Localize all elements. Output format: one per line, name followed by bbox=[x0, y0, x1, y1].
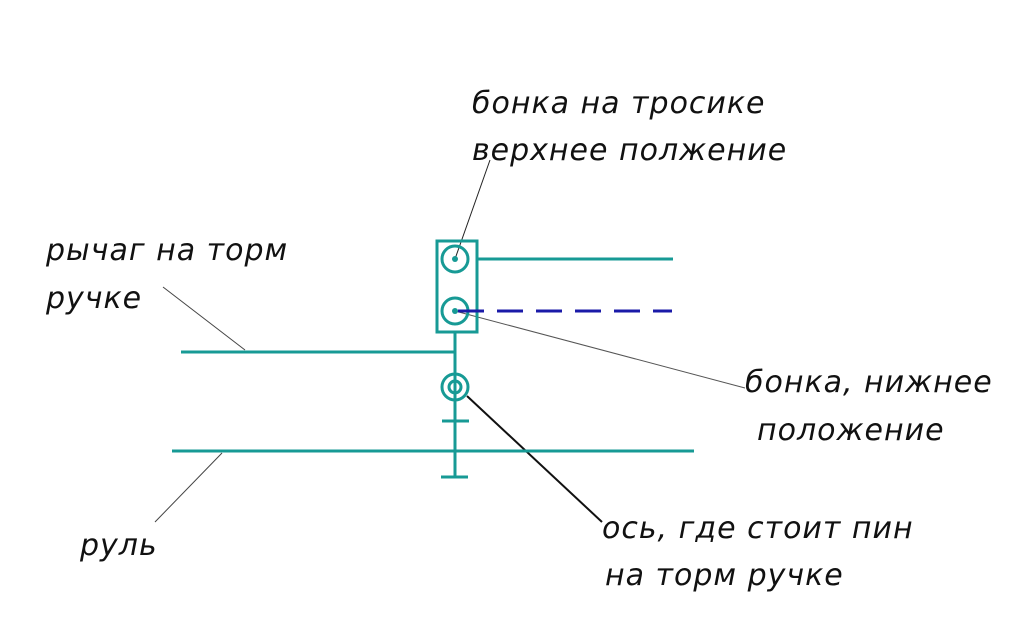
leader-axis bbox=[466, 395, 603, 523]
lower-boss-center bbox=[452, 308, 458, 314]
label-lower-boss-2: положение bbox=[757, 413, 945, 448]
pivot-outer-circle bbox=[440, 372, 470, 402]
label-axis-2: на торм ручке bbox=[605, 558, 844, 593]
upper-boss-center bbox=[452, 256, 458, 262]
leader-handlebar bbox=[154, 452, 223, 523]
label-lower-boss-1: бонка, нижнее bbox=[745, 365, 993, 400]
label-handlebar: руль bbox=[79, 528, 158, 563]
leader-upper-boss bbox=[454, 159, 491, 260]
label-axis-1: ось, где стоит пин bbox=[602, 511, 914, 546]
label-lever-2: ручке bbox=[45, 281, 142, 316]
leader-lower-boss bbox=[454, 310, 746, 389]
label-upper-boss-1: бонка на тросике bbox=[472, 86, 766, 121]
boss-housing bbox=[435, 239, 479, 334]
leader-lever bbox=[162, 286, 246, 351]
label-lever-1: рычаг на торм bbox=[45, 233, 288, 268]
label-upper-boss-2: верхнее полжение bbox=[472, 133, 787, 168]
upper-boss-circle bbox=[440, 244, 470, 274]
pivot-inner-circle bbox=[447, 379, 463, 395]
